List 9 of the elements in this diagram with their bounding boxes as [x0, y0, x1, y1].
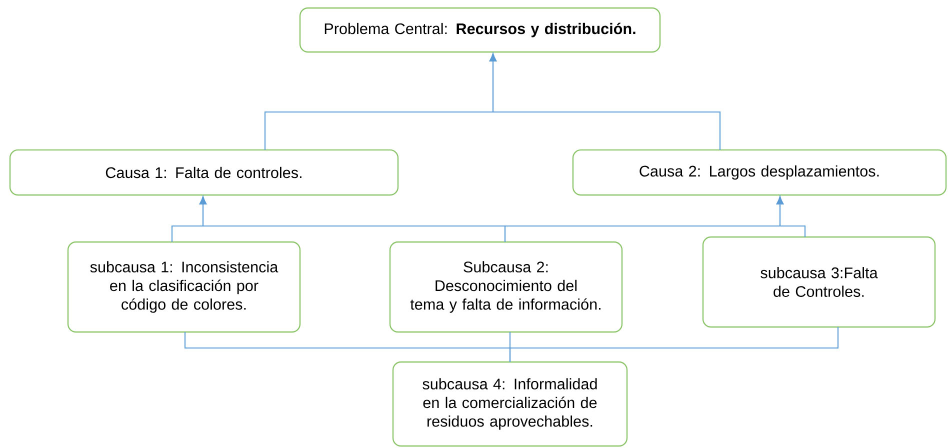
connector-arrow — [489, 53, 721, 150]
cause-box: Subcausa 2: Desconocimiento del tema y falta de información. — [389, 241, 623, 333]
cause-box: subcausa 1: Inconsistencia en la clasificación por código de colores. — [67, 241, 301, 333]
cause-box: subcausa 3:Falta de Controles. — [702, 236, 936, 328]
cause-box: Causa 1: Falta de controles. — [9, 149, 399, 196]
connector-arrow — [776, 196, 806, 237]
cause-box: Problema Central: Recursos y distribución. — [299, 7, 661, 53]
cause-box: subcausa 4: Informalidad en la comercialización de residuos aprovechables. — [392, 361, 628, 447]
cause-box: Causa 2: Largos desplazamientos. — [572, 149, 947, 196]
